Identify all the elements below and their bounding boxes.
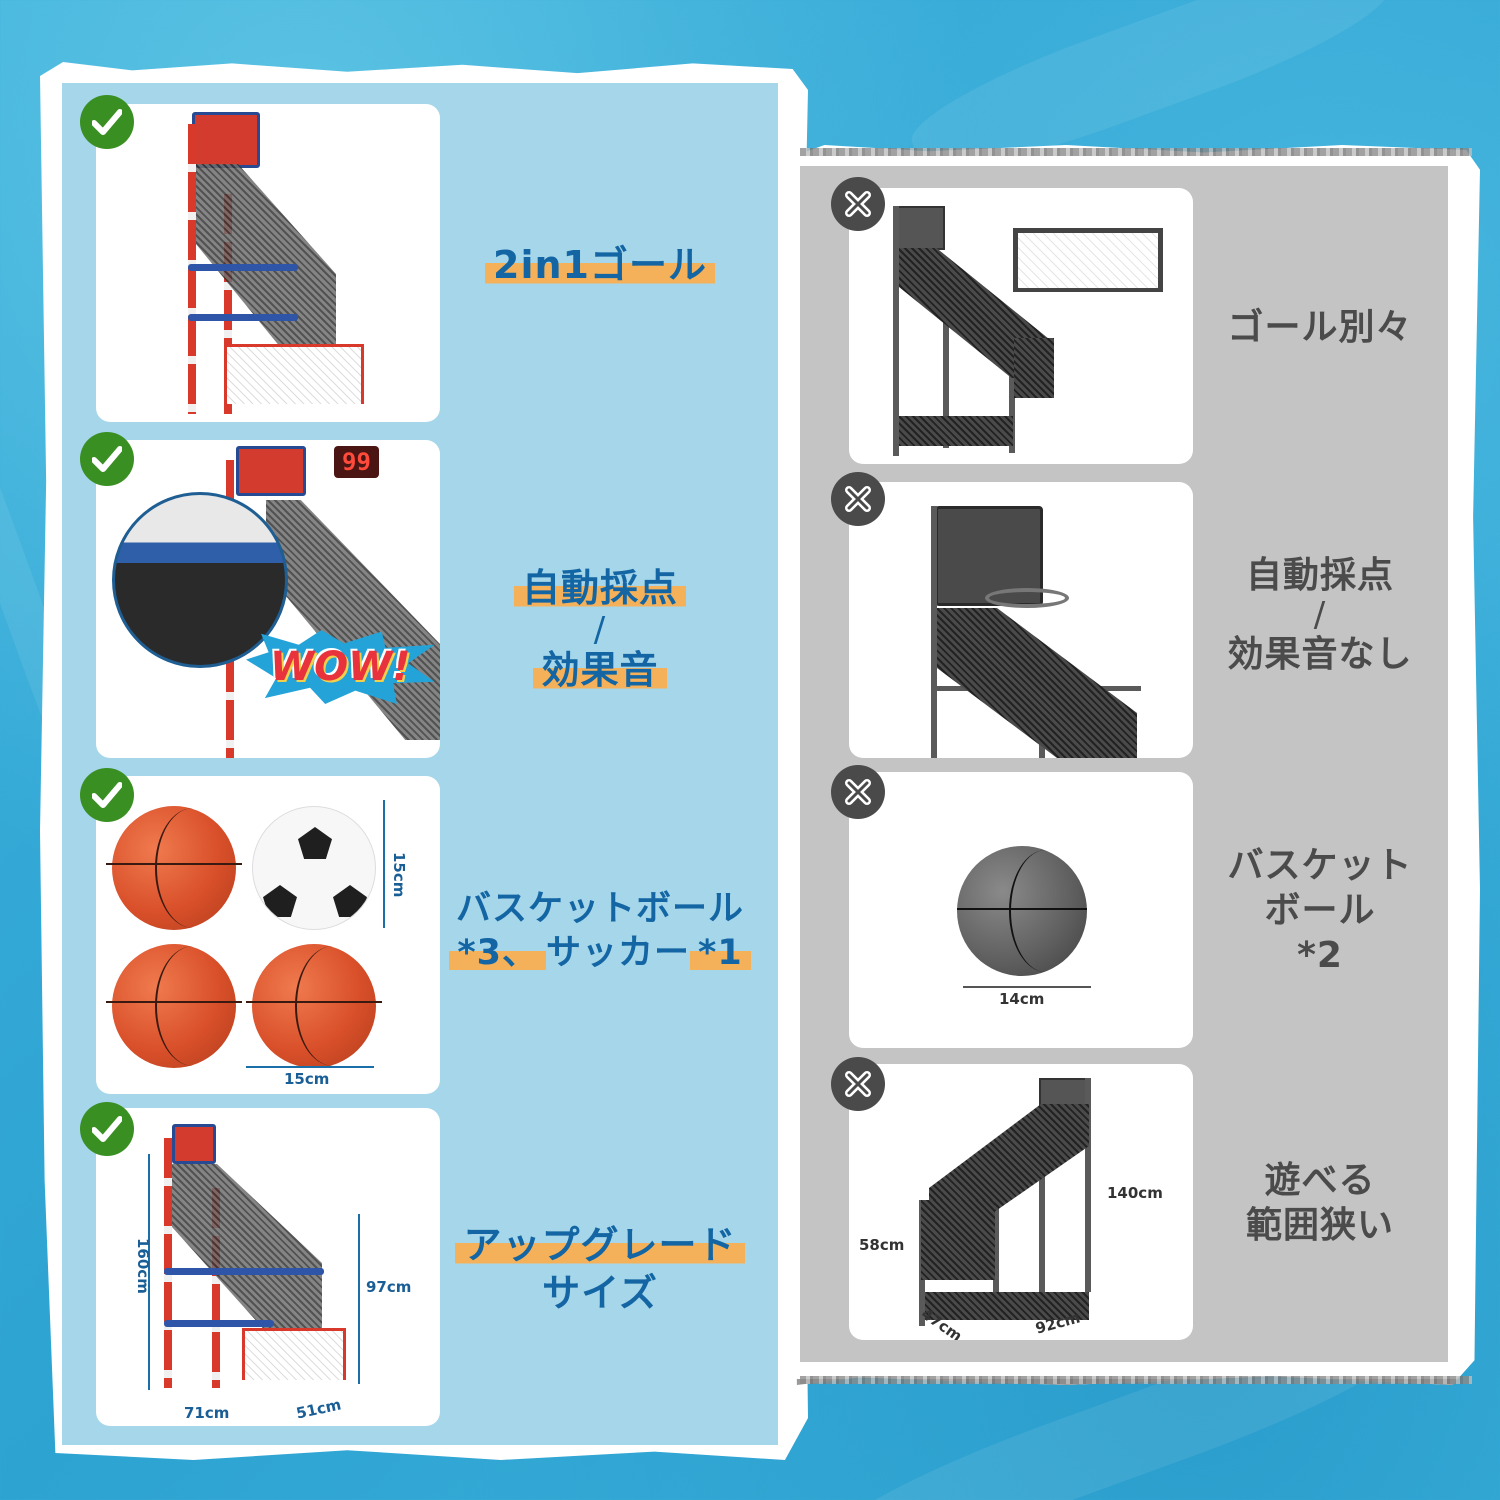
check-icon (92, 1116, 122, 1142)
cross-icon (845, 486, 871, 512)
con-label-small-play-area: 遊べる 範囲狭い (1245, 1160, 1394, 1246)
dimension-width: 14cm (999, 990, 1045, 1008)
base-net-image (899, 416, 1013, 446)
soccer-patch (263, 885, 297, 917)
frame-pole (931, 506, 937, 758)
cross-badge (831, 177, 885, 231)
dimension-height: 160cm (134, 1238, 152, 1294)
frame-bar (188, 264, 298, 271)
frame-pole (164, 1138, 172, 1388)
cons-panel-edge (800, 1376, 1472, 1384)
frame-pole (1085, 1078, 1091, 1292)
pro-label-upgrade-size: アップグレード サイズ (440, 1222, 760, 1317)
dimension-width: 71cm (184, 1404, 230, 1422)
cons-panel-edge (800, 148, 1472, 156)
dimension-line (148, 1154, 150, 1390)
ramp-net-image (937, 608, 1137, 758)
pro-card-balls: 15cm 15cm (96, 776, 440, 1094)
pro-label-2in1-goal: 2in1ゴール (440, 242, 760, 290)
base-net-image (925, 1292, 1089, 1320)
pro-card-upgrade-size: 160cm 97cm 71cm 51cm (96, 1108, 440, 1426)
con-label-basketball-only: バスケット ボール *2 (1227, 845, 1413, 976)
soccer-ball-image (252, 806, 376, 930)
check-badge (80, 95, 134, 149)
frame-pole (1039, 1114, 1045, 1308)
cross-icon (845, 191, 871, 217)
frame-bar (188, 314, 298, 321)
frame-pole (1009, 338, 1015, 453)
cross-icon (845, 1071, 871, 1097)
dimension-height: 15cm (390, 852, 408, 898)
soccer-patch (333, 885, 367, 917)
con-label-no-auto-scoring: 自動採点 / 効果音なし (1227, 555, 1413, 675)
check-badge (80, 768, 134, 822)
dimension-depth: 51cm (294, 1395, 343, 1423)
dimension-line (963, 986, 1091, 988)
pro-label-auto-scoring: 自動採点 / 効果音 (440, 565, 760, 694)
backboard-image (192, 112, 260, 168)
cross-badge (831, 1057, 885, 1111)
dimension-width: 15cm (284, 1070, 330, 1088)
backboard-image (172, 1124, 216, 1164)
separate-soccer-goal-image (1013, 228, 1163, 292)
pro-card-auto-scoring: 99 WOW! (96, 440, 440, 758)
soccer-goal-image (224, 344, 364, 404)
hoop-image (985, 588, 1069, 608)
con-card-no-auto-scoring (849, 482, 1193, 758)
cross-badge (831, 765, 885, 819)
pro-label-balls: バスケットボール *3、サッカー*1 (430, 888, 770, 976)
frame-pole (993, 1184, 999, 1318)
side-panel-image (921, 1200, 995, 1280)
con-card-small-play-area: 140cm 58cm 47cm 92cm (849, 1064, 1193, 1340)
dimension-line (358, 1214, 360, 1384)
con-label-separate-goals: ゴール別々 (1227, 307, 1413, 348)
check-badge (80, 1102, 134, 1156)
check-icon (92, 446, 122, 472)
dimension-height: 140cm (1107, 1184, 1163, 1202)
basketball-image (105, 944, 243, 1068)
frame-pole (224, 194, 232, 414)
basketball-image (105, 806, 243, 930)
check-icon (92, 109, 122, 135)
pro-card-2in1-goal (96, 104, 440, 422)
dimension-side: 58cm (859, 1236, 905, 1254)
frame-pole (943, 288, 949, 448)
dimension-side: 97cm (366, 1278, 412, 1296)
scoreboard-display: 99 (334, 446, 379, 478)
check-badge (80, 432, 134, 486)
side-panel-image (1014, 338, 1054, 398)
backboard-image (893, 206, 945, 250)
backboard-image (236, 446, 306, 496)
frame-bar (164, 1268, 324, 1275)
cross-icon (845, 779, 871, 805)
ramp-net-image (172, 1164, 322, 1344)
basketball-image (245, 944, 383, 1068)
con-card-separate-goals (849, 188, 1193, 464)
dimension-line (383, 800, 385, 928)
frame-pole (893, 206, 899, 456)
frame-bar (164, 1320, 274, 1327)
basketball-image (957, 846, 1087, 976)
con-card-basketball-only: 14cm (849, 772, 1193, 1048)
soccer-goal-image (242, 1328, 346, 1380)
dimension-line (246, 1066, 374, 1068)
check-icon (92, 782, 122, 808)
soccer-patch (298, 827, 332, 859)
speaker-closeup-image (112, 492, 288, 668)
cross-badge (831, 472, 885, 526)
ramp-net-image (266, 500, 440, 740)
frame-pole (212, 1188, 220, 1388)
